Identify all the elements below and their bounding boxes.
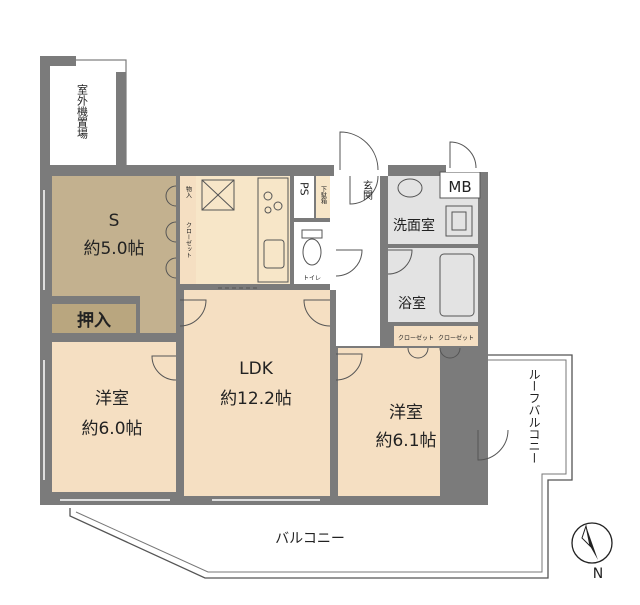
fridge-space [201,179,235,211]
corridor-floor [330,176,380,348]
bathroom-label: 浴室 [398,295,426,312]
wall-toilet-left [290,176,294,290]
kitchen-sink-icon [263,239,285,269]
outdoor-unit-wall-top [40,56,76,66]
wall-wash-bath [388,244,478,248]
western-right-name: 洋室 [389,403,423,423]
wall-s-bottom [52,296,140,302]
ldk-name: LDK [239,359,274,379]
windows [43,190,320,501]
wall-oshiire-bottom [52,333,176,341]
closet-a-label: クローゼット [398,334,434,342]
wall-ldk-right [330,290,336,496]
wall-right-room-inner-right [440,348,446,496]
closet-vertical-label: クローゼット [185,222,192,258]
closet-b-label: クローゼット [438,334,474,342]
ps-floor [294,176,314,218]
toilet-label: トイレ [303,275,321,282]
wall-wet-left [382,172,388,348]
wall-kitchen-bottom [180,284,290,290]
s-closet-strip [180,176,196,284]
entrance-area [334,130,388,176]
wash-basin-icon [397,178,423,198]
bathtub-icon [439,253,475,317]
ldk-floor [184,290,330,496]
s-room-size: 約5.0帖 [83,239,144,259]
outdoor-unit-wall-right [116,72,126,170]
western-right-floor [338,348,446,496]
shoebox-floor [316,176,330,222]
balcony-outline [69,354,573,579]
wall-toilet-top [294,218,330,222]
entrance-door-swing [339,131,379,171]
balcony-label: バルコニー [275,531,345,547]
oshiire-label: 押入 [77,310,111,331]
western-left-floor [52,342,176,492]
mb-door-area [446,140,488,172]
wall-right-room-top [336,346,478,348]
toilet-bowl-icon [302,238,322,266]
outdoor-unit-wall-left [40,56,50,170]
oshiire-floor [52,304,136,333]
door-swings [151,175,509,461]
toilet-tank-icon [301,229,323,239]
washing-machine-icon [445,205,473,237]
closet-door-swings [165,185,461,359]
mb-door-swing [449,141,477,169]
storage-small-label: 物入 [185,185,192,198]
bathroom-floor [388,248,478,322]
closet-strip-right [394,326,478,346]
s-room-name: S [109,211,120,231]
wall-s-ldk [176,176,180,496]
ps-label: PS [298,182,311,196]
roof-balcony-label: ルーフバルコニー [527,368,541,464]
ldk-size: 約12.2帖 [220,389,292,409]
stove-icon [263,191,283,214]
compass-icon [571,522,613,564]
washroom-label: 洗面室 [393,217,435,234]
roof-balcony-inner-outline [75,359,567,573]
right-outer-wall [446,348,488,504]
compass-n-label: N [593,566,603,582]
kitchen-counter [257,177,289,283]
outdoor-unit-label: 室外機置場 [76,83,89,140]
western-right-size: 約6.1帖 [375,431,436,451]
mb-label: MB [448,178,471,196]
western-left-name: 洋室 [95,389,129,409]
s-room-extension [140,296,180,333]
s-room-floor [52,176,180,296]
toilet-floor [294,222,330,284]
fridge-x-2 [201,179,235,211]
wall-bath-bottom [388,322,478,326]
entrance-label: 玄関 [361,179,373,201]
kitchen-floor [196,176,290,290]
washing-machine-inner [451,211,467,231]
western-left-size: 約6.0帖 [81,419,142,439]
shoebox-label: 下駄箱 [320,186,327,205]
